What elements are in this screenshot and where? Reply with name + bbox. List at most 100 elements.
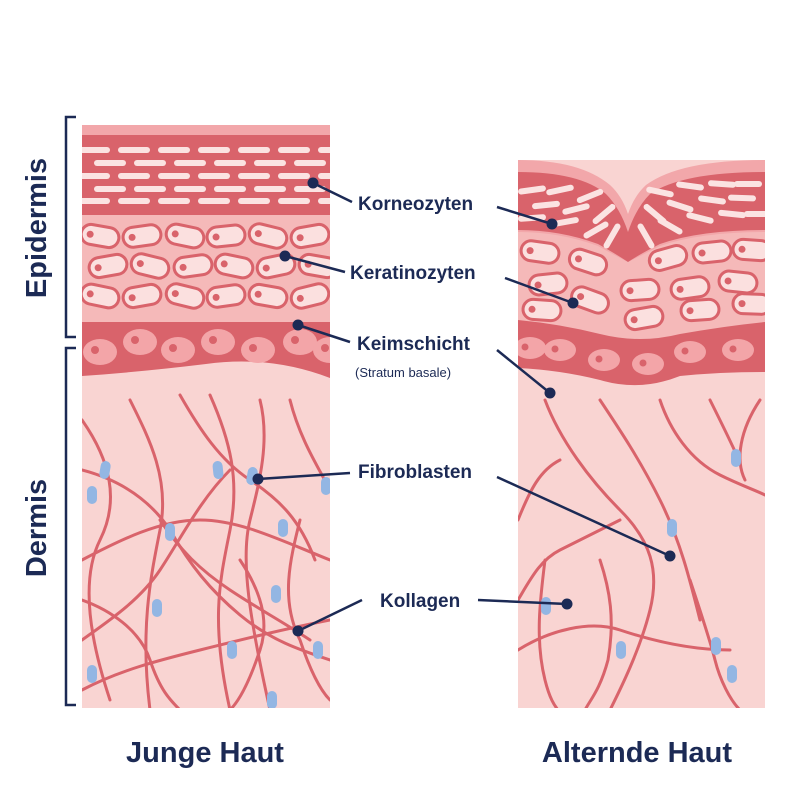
corneocyte bbox=[576, 188, 604, 204]
keratinocyte-nucleus bbox=[86, 290, 94, 298]
basal-cell-nucleus bbox=[595, 355, 603, 363]
leader-fibroblasten-left bbox=[257, 471, 351, 481]
basal-cell bbox=[722, 339, 754, 361]
dermis-label: Dermis bbox=[21, 479, 53, 577]
leader-kollagen-right bbox=[477, 598, 568, 606]
keratinocyte bbox=[669, 275, 711, 301]
keratinocyte bbox=[521, 297, 563, 323]
corneocyte bbox=[532, 200, 560, 210]
basal-cell-nucleus bbox=[681, 347, 689, 355]
basal-cell bbox=[588, 349, 620, 371]
basal-cell-nucleus bbox=[291, 336, 299, 344]
dot-keratinozyten-left bbox=[279, 250, 291, 262]
fibroblast bbox=[165, 523, 175, 541]
dot-korneozyten-right bbox=[546, 218, 558, 230]
basal-cell bbox=[518, 337, 546, 359]
keratinocyte-nucleus bbox=[574, 255, 582, 263]
keratinocyte bbox=[87, 252, 129, 280]
keratinocyte-nucleus bbox=[626, 287, 634, 295]
collagen-fiber bbox=[82, 418, 112, 702]
leader-fibroblasten-right bbox=[496, 475, 671, 558]
young-corneum-top bbox=[82, 125, 330, 137]
collagen-fiber bbox=[82, 618, 330, 692]
corneocyte bbox=[592, 203, 616, 225]
epidermis-bracket bbox=[64, 115, 76, 339]
corneocyte bbox=[158, 173, 190, 179]
corneocyte bbox=[118, 147, 150, 153]
keratinocyte-nucleus bbox=[254, 290, 262, 298]
basal-cell-nucleus bbox=[209, 336, 217, 344]
corneocyte bbox=[551, 217, 579, 227]
corneocyte bbox=[318, 198, 330, 204]
corneocyte bbox=[134, 160, 166, 166]
collagen-fiber bbox=[82, 468, 232, 642]
keratinocyte-nucleus bbox=[94, 264, 102, 272]
corneocyte bbox=[562, 203, 590, 215]
young-keratinocytes bbox=[82, 222, 330, 310]
corneocyte bbox=[198, 173, 230, 179]
fibroblast bbox=[541, 597, 551, 615]
basal-cell bbox=[83, 339, 117, 365]
dot-keimschicht-right bbox=[544, 387, 556, 399]
dot-kollagen-right bbox=[561, 598, 573, 610]
young-skin-panel bbox=[82, 125, 330, 708]
basal-cell bbox=[201, 329, 235, 355]
collagen-fiber bbox=[229, 558, 266, 708]
fibroblast bbox=[278, 519, 288, 537]
keratinocyte bbox=[731, 237, 765, 263]
corneocyte bbox=[238, 198, 270, 204]
keratinocyte-nucleus bbox=[254, 230, 262, 238]
dot-fibroblasten-left bbox=[252, 473, 264, 485]
keratinocyte bbox=[213, 252, 255, 280]
keratinocyte-nucleus bbox=[136, 260, 144, 268]
basal-cell bbox=[123, 329, 157, 355]
corneocyte bbox=[94, 186, 126, 192]
young-basal-cells bbox=[83, 329, 330, 365]
collagen-fiber bbox=[537, 558, 559, 708]
corneocyte bbox=[198, 198, 230, 204]
keratinocyte bbox=[289, 282, 330, 310]
collagen-fiber bbox=[244, 398, 272, 708]
corneocyte bbox=[698, 195, 726, 205]
corneocyte bbox=[174, 160, 206, 166]
fibroblast bbox=[87, 665, 97, 683]
leader-korneozyten-right bbox=[496, 205, 553, 226]
caption-aging-skin: Alternde Haut bbox=[542, 737, 732, 769]
basal-cell bbox=[674, 341, 706, 363]
keratinocyte bbox=[247, 222, 289, 250]
corneocyte bbox=[238, 147, 270, 153]
corneocyte bbox=[657, 217, 683, 235]
corneocyte bbox=[603, 223, 621, 249]
corneocyte bbox=[744, 211, 765, 217]
basal-cell-nucleus bbox=[551, 345, 559, 353]
label-kollagen: Kollagen bbox=[380, 591, 460, 612]
corneocyte bbox=[158, 147, 190, 153]
keratinocyte bbox=[623, 304, 665, 332]
keratinocyte bbox=[289, 222, 330, 250]
keratinocyte-nucleus bbox=[86, 230, 94, 238]
basal-cell bbox=[313, 337, 330, 363]
corneocyte bbox=[278, 173, 310, 179]
fibroblast bbox=[727, 665, 737, 683]
label-korneozyten: Korneozyten bbox=[358, 194, 473, 215]
leader-korneozyten-left bbox=[312, 181, 353, 204]
collagen-fiber bbox=[543, 398, 656, 708]
basal-cell bbox=[161, 337, 195, 363]
basal-cell bbox=[283, 329, 317, 355]
keratinocyte bbox=[172, 253, 214, 279]
aging-collagen-fibers bbox=[518, 398, 765, 708]
corneocyte bbox=[708, 180, 736, 188]
fibroblast bbox=[212, 461, 224, 479]
keratinocyte bbox=[205, 223, 247, 249]
dot-keimschicht-left bbox=[292, 319, 304, 331]
corneocyte bbox=[134, 186, 166, 192]
collagen-fiber bbox=[82, 468, 330, 662]
keratinocyte-nucleus bbox=[630, 316, 638, 324]
aging-basal-layer bbox=[518, 318, 765, 386]
caption-young-skin: Junge Haut bbox=[126, 737, 284, 769]
aging-keratinocytes bbox=[519, 237, 765, 332]
collagen-fiber bbox=[738, 398, 762, 482]
fibroblast bbox=[321, 477, 330, 495]
keratinocyte bbox=[731, 292, 765, 316]
collagen-fiber bbox=[658, 398, 765, 497]
